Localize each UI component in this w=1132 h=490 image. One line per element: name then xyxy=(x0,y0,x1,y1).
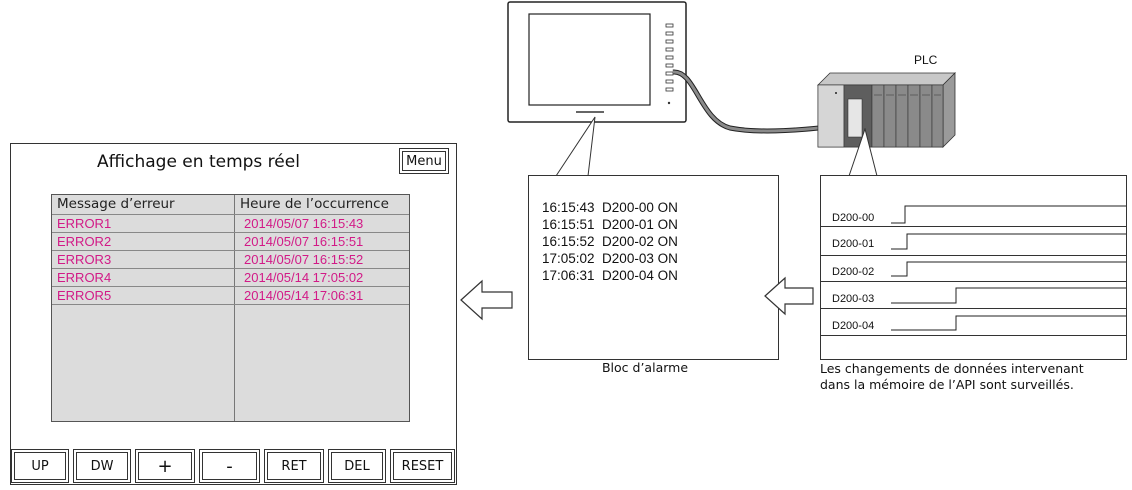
signal-label: D200-00 xyxy=(832,212,875,224)
plc-memory-monitor: D200-00 D200-01 D200-02 D200-03 D200-04 xyxy=(820,175,1127,360)
alarm-block: 16:15:43 D200-00 ON 16:15:51 D200-01 ON … xyxy=(528,175,779,360)
realtime-display-screen: Affichage en temps réel Menu Message d’e… xyxy=(10,143,457,485)
signal-divider xyxy=(821,255,1126,256)
down-button-label: DW xyxy=(76,452,128,480)
hmi-device-illustration xyxy=(507,1,687,123)
plus-button-label: + xyxy=(138,452,192,480)
alarm-log-line: 17:05:02 D200-03 ON xyxy=(542,251,678,266)
occurrence-time-cell: 2014/05/07 16:15:51 xyxy=(244,234,364,249)
plc-label: PLC xyxy=(914,53,938,67)
occurrence-time-cell: 2014/05/07 16:15:52 xyxy=(244,252,364,267)
signal-label: D200-02 xyxy=(832,266,875,278)
return-button[interactable]: RET xyxy=(264,449,324,483)
signal-label: D200-04 xyxy=(832,320,875,332)
delete-button-label: DEL xyxy=(331,452,383,480)
occurrence-time-cell: 2014/05/14 17:05:02 xyxy=(244,270,364,285)
signal-divider xyxy=(821,308,1126,309)
error-history-table: Message d’erreur Heure de l’occurrence E… xyxy=(51,194,410,422)
down-button[interactable]: DW xyxy=(73,449,131,483)
reset-button[interactable]: RESET xyxy=(390,449,455,483)
error-message-cell: ERROR1 xyxy=(57,216,112,231)
plc-monitor-caption: Les changements de données intervenant d… xyxy=(820,361,1130,393)
alarm-block-caption: Bloc d’alarme xyxy=(601,360,689,375)
occurrence-time-cell: 2014/05/07 16:15:43 xyxy=(244,216,364,231)
column-divider xyxy=(234,195,235,421)
return-button-label: RET xyxy=(267,452,321,480)
plc-caption-line: Les changements de données intervenant xyxy=(820,361,1084,376)
signal-timing-diagram xyxy=(891,205,1126,331)
minus-button[interactable]: - xyxy=(199,449,260,483)
left-arrow-icon xyxy=(764,276,814,316)
table-row[interactable]: ERROR5 2014/05/14 17:06:31 xyxy=(52,286,409,305)
alarm-log-line: 16:15:52 D200-02 ON xyxy=(542,234,678,249)
error-message-cell: ERROR4 xyxy=(57,270,112,285)
table-row[interactable]: ERROR4 2014/05/14 17:05:02 xyxy=(52,268,409,286)
error-message-cell: ERROR2 xyxy=(57,234,112,249)
plc-illustration xyxy=(817,72,956,148)
occurrence-time-cell: 2014/05/14 17:06:31 xyxy=(244,288,364,303)
minus-button-label: - xyxy=(202,452,257,480)
menu-button-label: Menu xyxy=(402,151,446,171)
error-message-cell: ERROR5 xyxy=(57,288,112,303)
alarm-log-line: 16:15:51 D200-01 ON xyxy=(542,217,678,232)
reset-button-label: RESET xyxy=(393,452,452,480)
screen-title: Affichage en temps réel xyxy=(97,152,300,172)
table-row[interactable]: ERROR3 2014/05/07 16:15:52 xyxy=(52,250,409,268)
callout-tail xyxy=(848,128,878,177)
alarm-log-line: 17:06:31 D200-04 ON xyxy=(542,268,678,283)
menu-button[interactable]: Menu xyxy=(399,148,449,174)
alarm-log-line: 16:15:43 D200-00 ON xyxy=(542,200,678,215)
signal-divider xyxy=(821,335,1126,336)
table-row[interactable]: ERROR1 2014/05/07 16:15:43 xyxy=(52,214,409,232)
callout-tail xyxy=(555,116,596,177)
table-row[interactable]: ERROR2 2014/05/07 16:15:51 xyxy=(52,232,409,250)
signal-divider xyxy=(821,226,1126,227)
header-error-message: Message d’erreur xyxy=(57,196,175,212)
left-arrow-icon xyxy=(460,279,513,321)
up-button-label: UP xyxy=(14,452,66,480)
up-button[interactable]: UP xyxy=(11,449,69,483)
signal-divider xyxy=(821,281,1126,282)
plus-button[interactable]: + xyxy=(135,449,195,483)
error-message-cell: ERROR3 xyxy=(57,252,112,267)
delete-button[interactable]: DEL xyxy=(328,449,386,483)
header-occurrence-time: Heure de l’occurrence xyxy=(240,196,389,212)
signal-label: D200-03 xyxy=(832,293,875,305)
signal-label: D200-01 xyxy=(832,238,875,250)
plc-caption-line: dans la mémoire de l’API sont surveillés… xyxy=(820,377,1074,392)
